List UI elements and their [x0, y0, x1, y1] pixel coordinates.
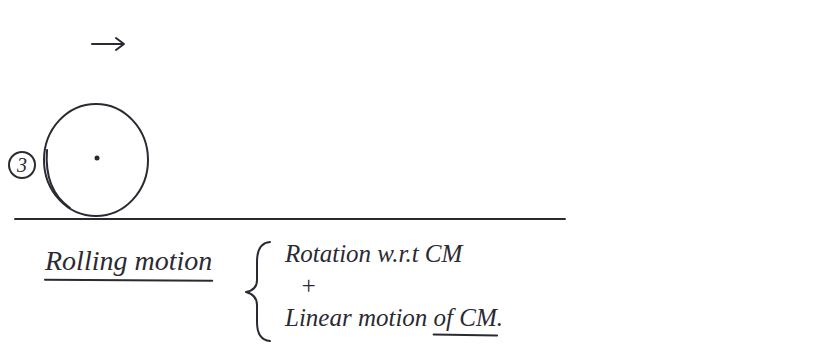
wheel-stroke	[47, 150, 70, 208]
underline	[434, 335, 497, 336]
wheel-outline	[44, 104, 148, 216]
direction-arrow	[92, 38, 124, 50]
note-text: Linear motion of CM.	[285, 304, 503, 332]
centre-dot	[95, 156, 100, 161]
callout-number: 3	[17, 154, 27, 176]
plus-sign: +	[300, 272, 317, 300]
brace	[246, 242, 270, 341]
ground-line	[15, 218, 565, 220]
number-circle	[9, 152, 35, 178]
underline	[45, 280, 212, 281]
heading-text: Rolling motion	[45, 246, 212, 277]
note-text: Rotation w.r.t CM	[285, 240, 462, 268]
